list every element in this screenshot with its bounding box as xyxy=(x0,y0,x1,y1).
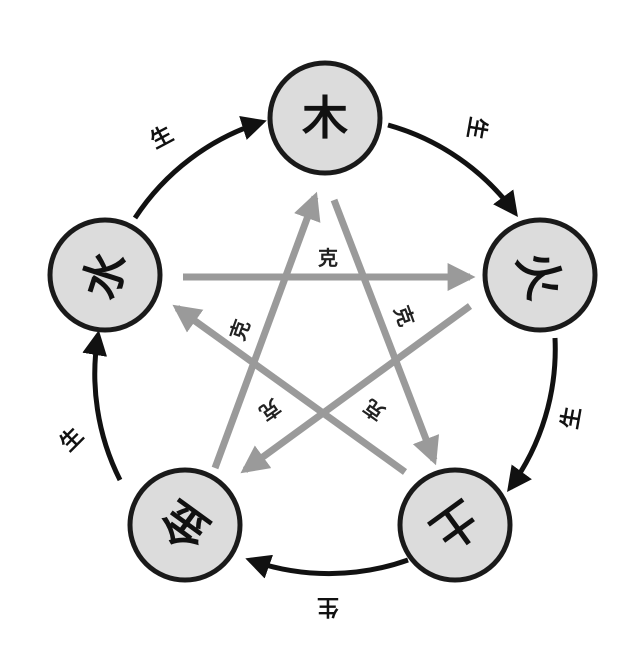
node-wood-circle xyxy=(267,60,383,176)
arc-metal-to-water xyxy=(82,330,123,482)
node-water: 水 xyxy=(47,217,163,333)
node-wood-label: 木 xyxy=(302,91,348,145)
node-metal: 金 xyxy=(127,467,243,583)
node-earth-circle xyxy=(397,467,513,583)
arrow-fire-to-metal xyxy=(240,303,473,474)
node-wood: 木 xyxy=(267,60,383,176)
arrow-earth-to-water xyxy=(172,304,408,475)
controlling-star xyxy=(172,191,476,475)
node-earth: 土 xyxy=(397,467,513,583)
label-generating-fire-earth: 生 xyxy=(558,405,586,431)
label-controlling-water-fire: 克 xyxy=(318,246,338,270)
node-fire: 火 xyxy=(482,217,598,333)
label-generating-metal-water: 生 xyxy=(55,423,88,456)
generating-cycle xyxy=(82,116,558,579)
arc-earth-to-metal xyxy=(245,554,409,579)
arrow-metal-to-wood xyxy=(211,191,321,470)
arc-fire-to-earth xyxy=(507,337,558,493)
node-fire-circle xyxy=(482,217,598,333)
node-water-circle xyxy=(47,217,163,333)
label-controlling-wood-earth: 克 xyxy=(389,302,418,329)
label-controlling-earth-water: 克 xyxy=(359,394,389,425)
arrow-wood-to-earth xyxy=(330,198,440,466)
label-controlling-metal-wood: 克 xyxy=(225,316,254,343)
arc-water-to-wood xyxy=(132,116,267,220)
node-metal-circle xyxy=(127,467,243,583)
label-controlling-fire-metal: 克 xyxy=(255,394,285,425)
label-generating-wood-fire: 生 xyxy=(462,115,490,141)
arc-wood-to-fire xyxy=(387,122,518,218)
label-generating-earth-metal: 生 xyxy=(317,594,339,619)
label-generating-water-wood: 生 xyxy=(146,122,177,154)
